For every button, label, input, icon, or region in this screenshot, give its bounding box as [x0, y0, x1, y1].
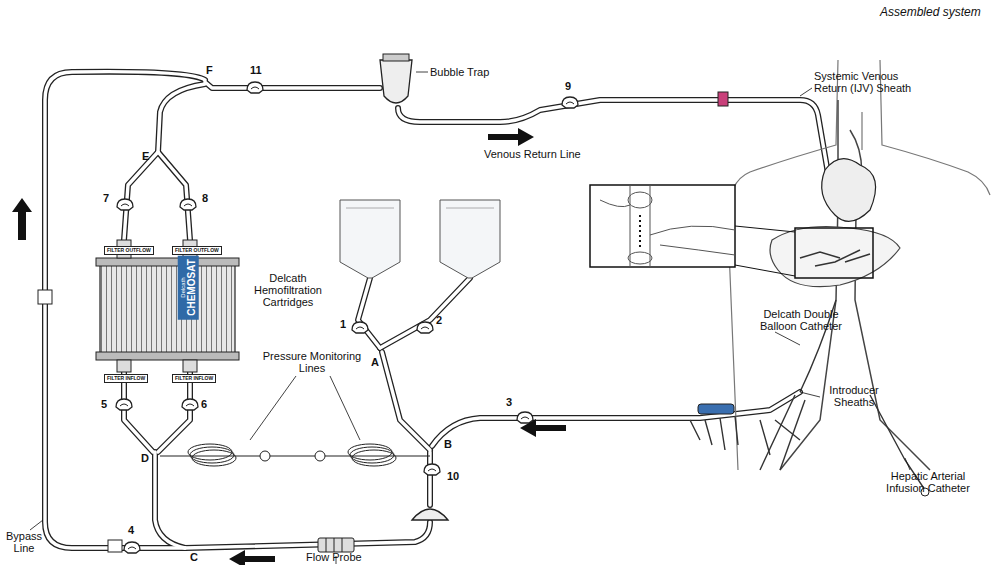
callout-number: 5 — [101, 398, 107, 410]
callout-number: B — [444, 438, 452, 450]
callout-number: 11 — [250, 64, 262, 76]
filter-port-tag: FILTER OUTFLOW — [172, 246, 222, 255]
callout-number: E — [142, 150, 149, 162]
part-label: Systemic Venous Return (IJV) Sheath — [814, 70, 926, 94]
port-label: FILTER OUTFLOW — [175, 247, 219, 253]
callout-number: 1 — [340, 318, 346, 330]
callout-number: A — [371, 356, 379, 368]
port-label: FILTER INFLOW — [175, 375, 213, 381]
filter-port-tag: FILTER OUTFLOW — [104, 246, 154, 255]
callout-number: 7 — [103, 192, 109, 204]
part-label: Bypass Line — [4, 530, 44, 554]
part-label: Flow Probe — [306, 551, 362, 563]
part-label: Introducer Sheaths — [822, 384, 886, 408]
callout-number: 9 — [565, 80, 571, 92]
filter-port-tag: FILTER INFLOW — [172, 374, 216, 383]
brand-text: Delcath — [179, 259, 185, 315]
callout-number: 6 — [201, 398, 207, 410]
product-text: CHEMOSAT — [185, 259, 196, 315]
part-label: Pressure Monitoring Lines — [262, 350, 362, 374]
filter-port-tag: FILTER INFLOW — [104, 374, 148, 383]
cartridge-label-plate: DelcathCHEMOSAT — [177, 255, 198, 319]
callout-number: 2 — [436, 314, 442, 326]
part-label: Hepatic Arterial Infusion Catheter — [880, 470, 976, 494]
callout-number: 8 — [202, 192, 208, 204]
callout-number: 3 — [506, 396, 512, 408]
port-label: FILTER INFLOW — [107, 375, 145, 381]
part-label: Bubble Trap — [430, 66, 489, 78]
part-label: Assembled system — [880, 6, 981, 18]
part-label: Venous Return Line — [484, 148, 581, 160]
callout-number: 4 — [128, 524, 134, 536]
callout-number: F — [206, 64, 213, 76]
part-label: Delcath Double Balloon Catheter — [745, 308, 857, 332]
callout-number: D — [141, 452, 149, 464]
port-label: FILTER OUTFLOW — [107, 247, 151, 253]
part-label: Delcath Hemofiltration Cartridges — [244, 272, 332, 308]
callout-number: 10 — [447, 470, 459, 482]
callout-number: C — [190, 551, 198, 563]
